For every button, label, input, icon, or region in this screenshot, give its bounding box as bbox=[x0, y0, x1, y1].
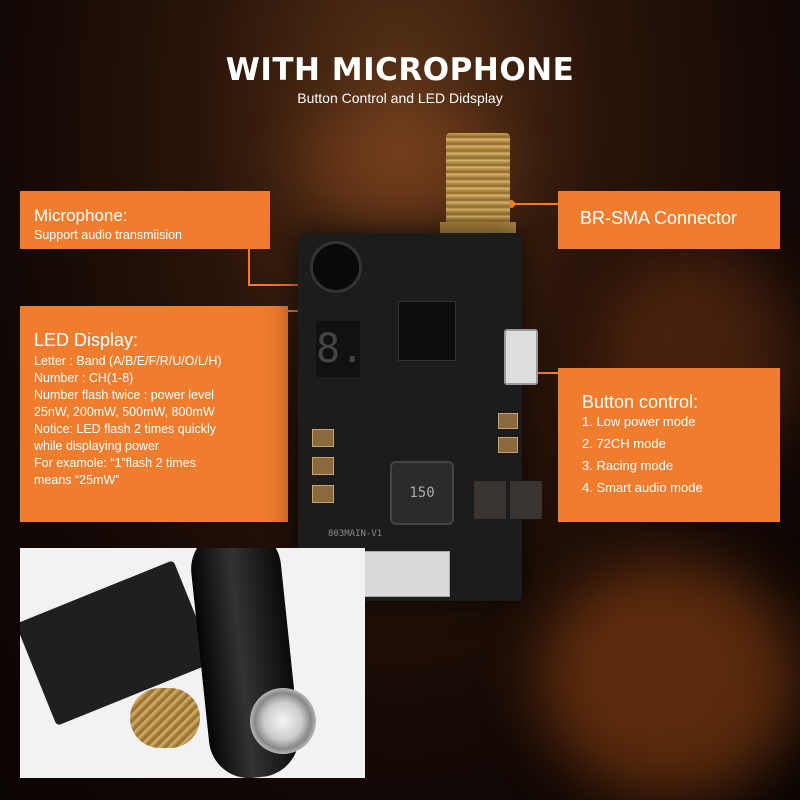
smd-component bbox=[312, 485, 334, 503]
led-line-7: For examole: “1”flash 2 times bbox=[34, 456, 196, 470]
antenna-connector-photo bbox=[250, 688, 316, 754]
button-control-callout: Button control: 1. Low power mode 2. 72C… bbox=[558, 368, 780, 522]
main-chip bbox=[398, 301, 456, 361]
capacitor bbox=[510, 481, 542, 519]
led-display-title: LED Display: bbox=[34, 330, 139, 350]
led-line-8: means “25mW” bbox=[34, 473, 120, 487]
button-mode-4: 4. Smart audio mode bbox=[582, 480, 703, 495]
led-line-2: Number : CH(1-8) bbox=[34, 371, 134, 385]
sma-connector bbox=[446, 133, 510, 233]
led-line-5: Notice: LED flash 2 times quickly bbox=[34, 422, 217, 436]
microphone-callout: Microphone: Support audio transmiision bbox=[20, 191, 270, 249]
led-line-6: while displaying power bbox=[34, 439, 160, 453]
vtx-board: 8. 150 803MAIN-V1 bbox=[298, 233, 542, 601]
pcb-label: 803MAIN-V1 bbox=[328, 529, 383, 539]
button-mode-3: 3. Racing mode bbox=[582, 458, 674, 473]
connector-pointer-dot bbox=[507, 200, 515, 208]
microphone-title: Microphone: bbox=[34, 206, 128, 225]
led-line-4: 25nW, 200mW, 500mW, 800mW bbox=[34, 405, 215, 419]
smd-component bbox=[498, 413, 518, 429]
microphone-connector-line bbox=[248, 249, 250, 285]
connector-connector-line bbox=[512, 203, 558, 205]
microphone-connector-line bbox=[248, 284, 318, 286]
connector-callout: BR-SMA Connector bbox=[558, 191, 780, 249]
sma-photo bbox=[130, 688, 200, 748]
capacitor bbox=[474, 481, 506, 519]
button-control-title: Button control: bbox=[582, 392, 699, 412]
smd-component bbox=[312, 429, 334, 447]
led-digit-display: 8. bbox=[316, 321, 364, 377]
led-line-3: Number flash twice : power level bbox=[34, 388, 214, 402]
microphone-component bbox=[310, 241, 362, 293]
page-title: WITH MICROPHONE bbox=[225, 52, 575, 88]
push-button bbox=[504, 329, 538, 385]
product-photo bbox=[20, 548, 365, 778]
connector-title: BR-SMA Connector bbox=[580, 208, 738, 228]
page-subtitle: Button Control and LED Didsplay bbox=[297, 90, 503, 106]
led-line-1: Letter : Band (A/B/E/F/R/U/O/L/H) bbox=[34, 354, 222, 368]
button-connector-line bbox=[532, 372, 558, 374]
inductor-label: 150 bbox=[409, 485, 435, 501]
smd-component bbox=[498, 437, 518, 453]
sma-base bbox=[440, 222, 516, 236]
smd-component bbox=[312, 457, 334, 475]
button-mode-2: 2. 72CH mode bbox=[582, 436, 666, 451]
button-mode-1: 1. Low power mode bbox=[582, 414, 696, 429]
microphone-desc: Support audio transmiision bbox=[34, 228, 182, 242]
inductor: 150 bbox=[390, 461, 454, 525]
led-display-callout: LED Display: Letter : Band (A/B/E/F/R/U/… bbox=[20, 306, 288, 522]
